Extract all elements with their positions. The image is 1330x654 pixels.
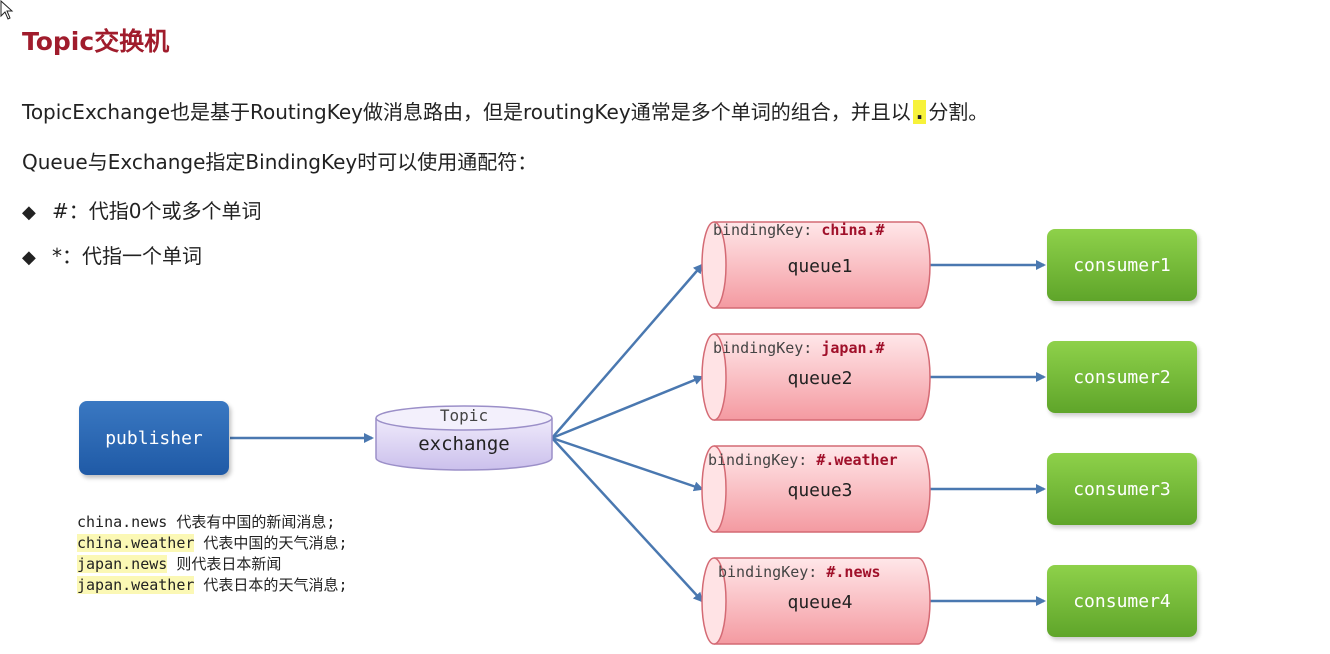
bullet-star: ◆ *：代指一个单词 <box>22 240 202 269</box>
queue4-binding-key: bindingKey: #.news <box>718 563 881 581</box>
exchange-cylinder <box>375 405 553 471</box>
consumer3-node: consumer3 <box>1047 453 1197 525</box>
exchange-to-queue2-arrow <box>551 375 704 440</box>
queue4-cylinder <box>701 557 931 645</box>
queue3-cylinder <box>701 445 931 533</box>
intro-line-1: TopicExchange也是基于RoutingKey做消息路由，但是routi… <box>22 96 988 125</box>
diamond-bullet-icon: ◆ <box>22 202 36 223</box>
routing-example-row: china.news 代表有中国的新闻消息; <box>77 512 347 533</box>
queue1-name: queue1 <box>787 256 853 277</box>
queue4-name: queue4 <box>787 592 853 613</box>
highlighted-dot: . <box>912 100 927 124</box>
binding-key-prefix: bindingKey: <box>713 339 822 357</box>
consumer4-node: consumer4 <box>1047 565 1197 637</box>
binding-key-value: japan.# <box>821 339 885 357</box>
bullet-hash: ◆ #：代指0个或多个单词 <box>22 195 261 224</box>
queue1-binding-key: bindingKey: china.# <box>713 221 885 239</box>
routing-example-row: china.weather 代表中国的天气消息; <box>77 533 347 554</box>
exchange-to-queue4-arrow <box>551 437 704 603</box>
routing-key: china.news <box>77 513 168 531</box>
routing-key-examples: china.news 代表有中国的新闻消息; china.weather 代表中… <box>77 512 347 596</box>
routing-example-row: japan.news 则代表日本新闻 <box>77 554 347 575</box>
queue3-name: queue3 <box>787 480 853 501</box>
bullet-star-text: *：代指一个单词 <box>52 244 202 268</box>
queue1-cylinder <box>701 221 931 309</box>
routing-example-row: japan.weather 代表日本的天气消息; <box>77 575 347 596</box>
routing-key-description: 代表日本的天气消息; <box>194 576 348 594</box>
exchange-to-queue3-arrow <box>551 436 704 492</box>
queue2-name: queue2 <box>787 368 853 389</box>
intro-line-1-text: TopicExchange也是基于RoutingKey做消息路由，但是routi… <box>22 100 911 124</box>
routing-key: china.weather <box>77 534 195 552</box>
routing-key: japan.weather <box>77 576 195 594</box>
consumer1-node: consumer1 <box>1047 229 1197 301</box>
queue2-cylinder <box>701 333 931 421</box>
binding-key-prefix: bindingKey: <box>718 563 827 581</box>
binding-key-prefix: bindingKey: <box>713 221 822 239</box>
intro-line-1-end: 分割。 <box>928 100 989 124</box>
routing-key-description: 代表中国的天气消息; <box>194 534 348 552</box>
routing-key-description: 代表有中国的新闻消息; <box>167 513 336 531</box>
queue3-binding-key: bindingKey: #.weather <box>708 451 898 469</box>
publisher-node: publisher <box>79 401 229 475</box>
queue2-binding-key: bindingKey: japan.# <box>713 339 885 357</box>
exchange-type-label: Topic <box>439 406 489 425</box>
routing-key-description: 则代表日本新闻 <box>167 555 282 573</box>
intro-line-2: Queue与Exchange指定BindingKey时可以使用通配符： <box>22 150 538 174</box>
binding-key-prefix: bindingKey: <box>708 451 817 469</box>
exchange-to-queue1-arrow <box>551 263 704 439</box>
binding-key-value: china.# <box>821 221 885 239</box>
binding-key-value: #.weather <box>816 451 898 469</box>
page-title: Topic交换机 <box>22 27 170 56</box>
exchange-name-label: exchange <box>418 433 510 455</box>
bullet-hash-text: #：代指0个或多个单词 <box>52 199 262 223</box>
mouse-pointer-icon <box>0 0 14 20</box>
consumer2-node: consumer2 <box>1047 341 1197 413</box>
binding-key-value: #.news <box>826 563 881 581</box>
routing-key: japan.news <box>77 555 168 573</box>
diamond-bullet-icon: ◆ <box>22 247 36 268</box>
